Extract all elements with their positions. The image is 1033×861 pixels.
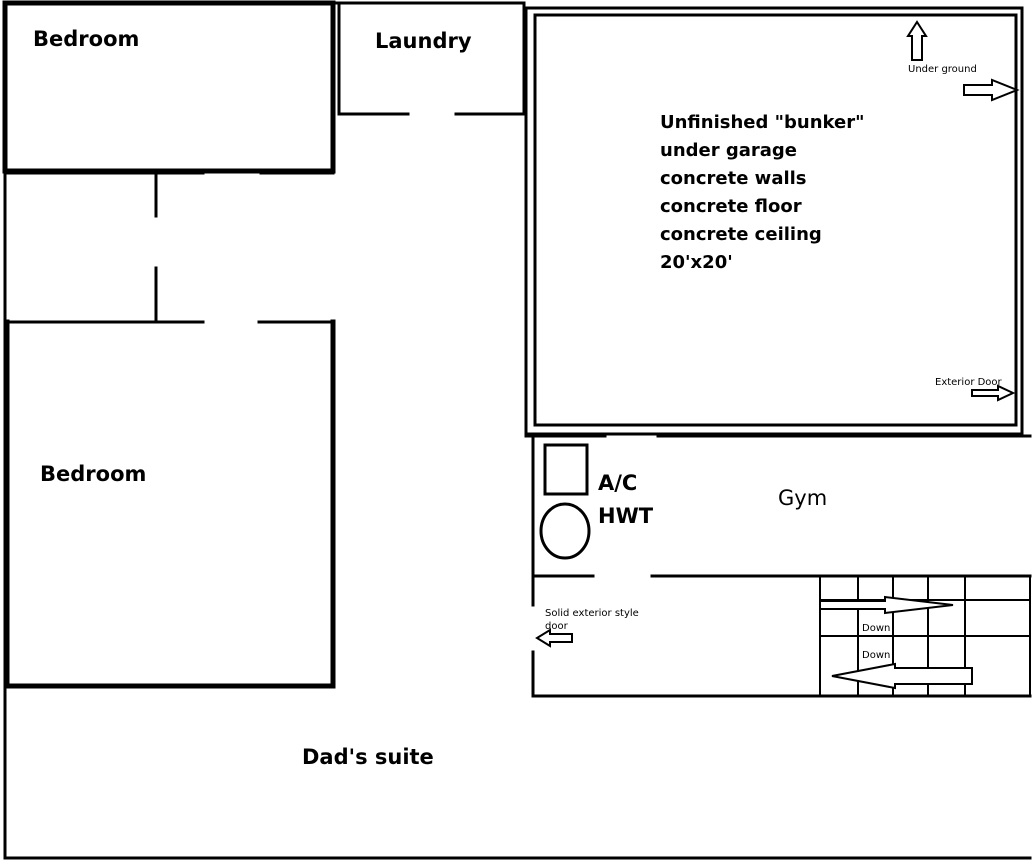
bunker-description: Unfinished "bunker" under garage concret…: [660, 112, 865, 273]
bedroom-top-walls: [2, 0, 336, 174]
room-label-dads-suite: Dad's suite: [302, 745, 434, 769]
room-label-bedroom-top: Bedroom: [33, 27, 139, 51]
arrow-right-icon: [963, 78, 1020, 102]
bunker-line: under garage: [660, 140, 797, 161]
stair-arrow-right-icon: [819, 595, 954, 615]
stair-down-label-upper: Down: [862, 623, 890, 634]
room-label-bedroom-bottom: Bedroom: [40, 462, 146, 486]
exterior-door-label: Exterior Door: [935, 377, 1003, 388]
bunker-line: Unfinished "bunker": [660, 112, 865, 133]
bunker-wall-inner: [533, 13, 1018, 427]
arrows: [535, 20, 1020, 690]
bunker-line: concrete ceiling: [660, 224, 822, 245]
bunker-line: 20'x20': [660, 252, 733, 273]
solid-door-label-line2: door: [545, 621, 569, 632]
bunker-wall-outer: [524, 6, 1024, 436]
water-heater-icon: [539, 502, 591, 560]
bunker-line: concrete walls: [660, 168, 807, 189]
solid-door-label-line1: Solid exterior style: [545, 608, 639, 619]
stair-arrow-left-icon: [831, 662, 973, 690]
bunker-line: concrete floor: [660, 196, 802, 217]
ac-unit-icon: [543, 443, 589, 496]
ac-label: A/C: [598, 471, 637, 495]
room-label-laundry: Laundry: [375, 29, 472, 53]
hwt-label: HWT: [598, 504, 654, 528]
under-ground-label: Under ground: [908, 64, 977, 75]
room-label-gym: Gym: [778, 486, 827, 510]
stair-down-label-lower: Down: [862, 650, 890, 661]
arrow-up-icon: [906, 20, 928, 61]
arrow-right-icon: [971, 384, 1016, 402]
arrow-left-icon: [535, 628, 573, 648]
